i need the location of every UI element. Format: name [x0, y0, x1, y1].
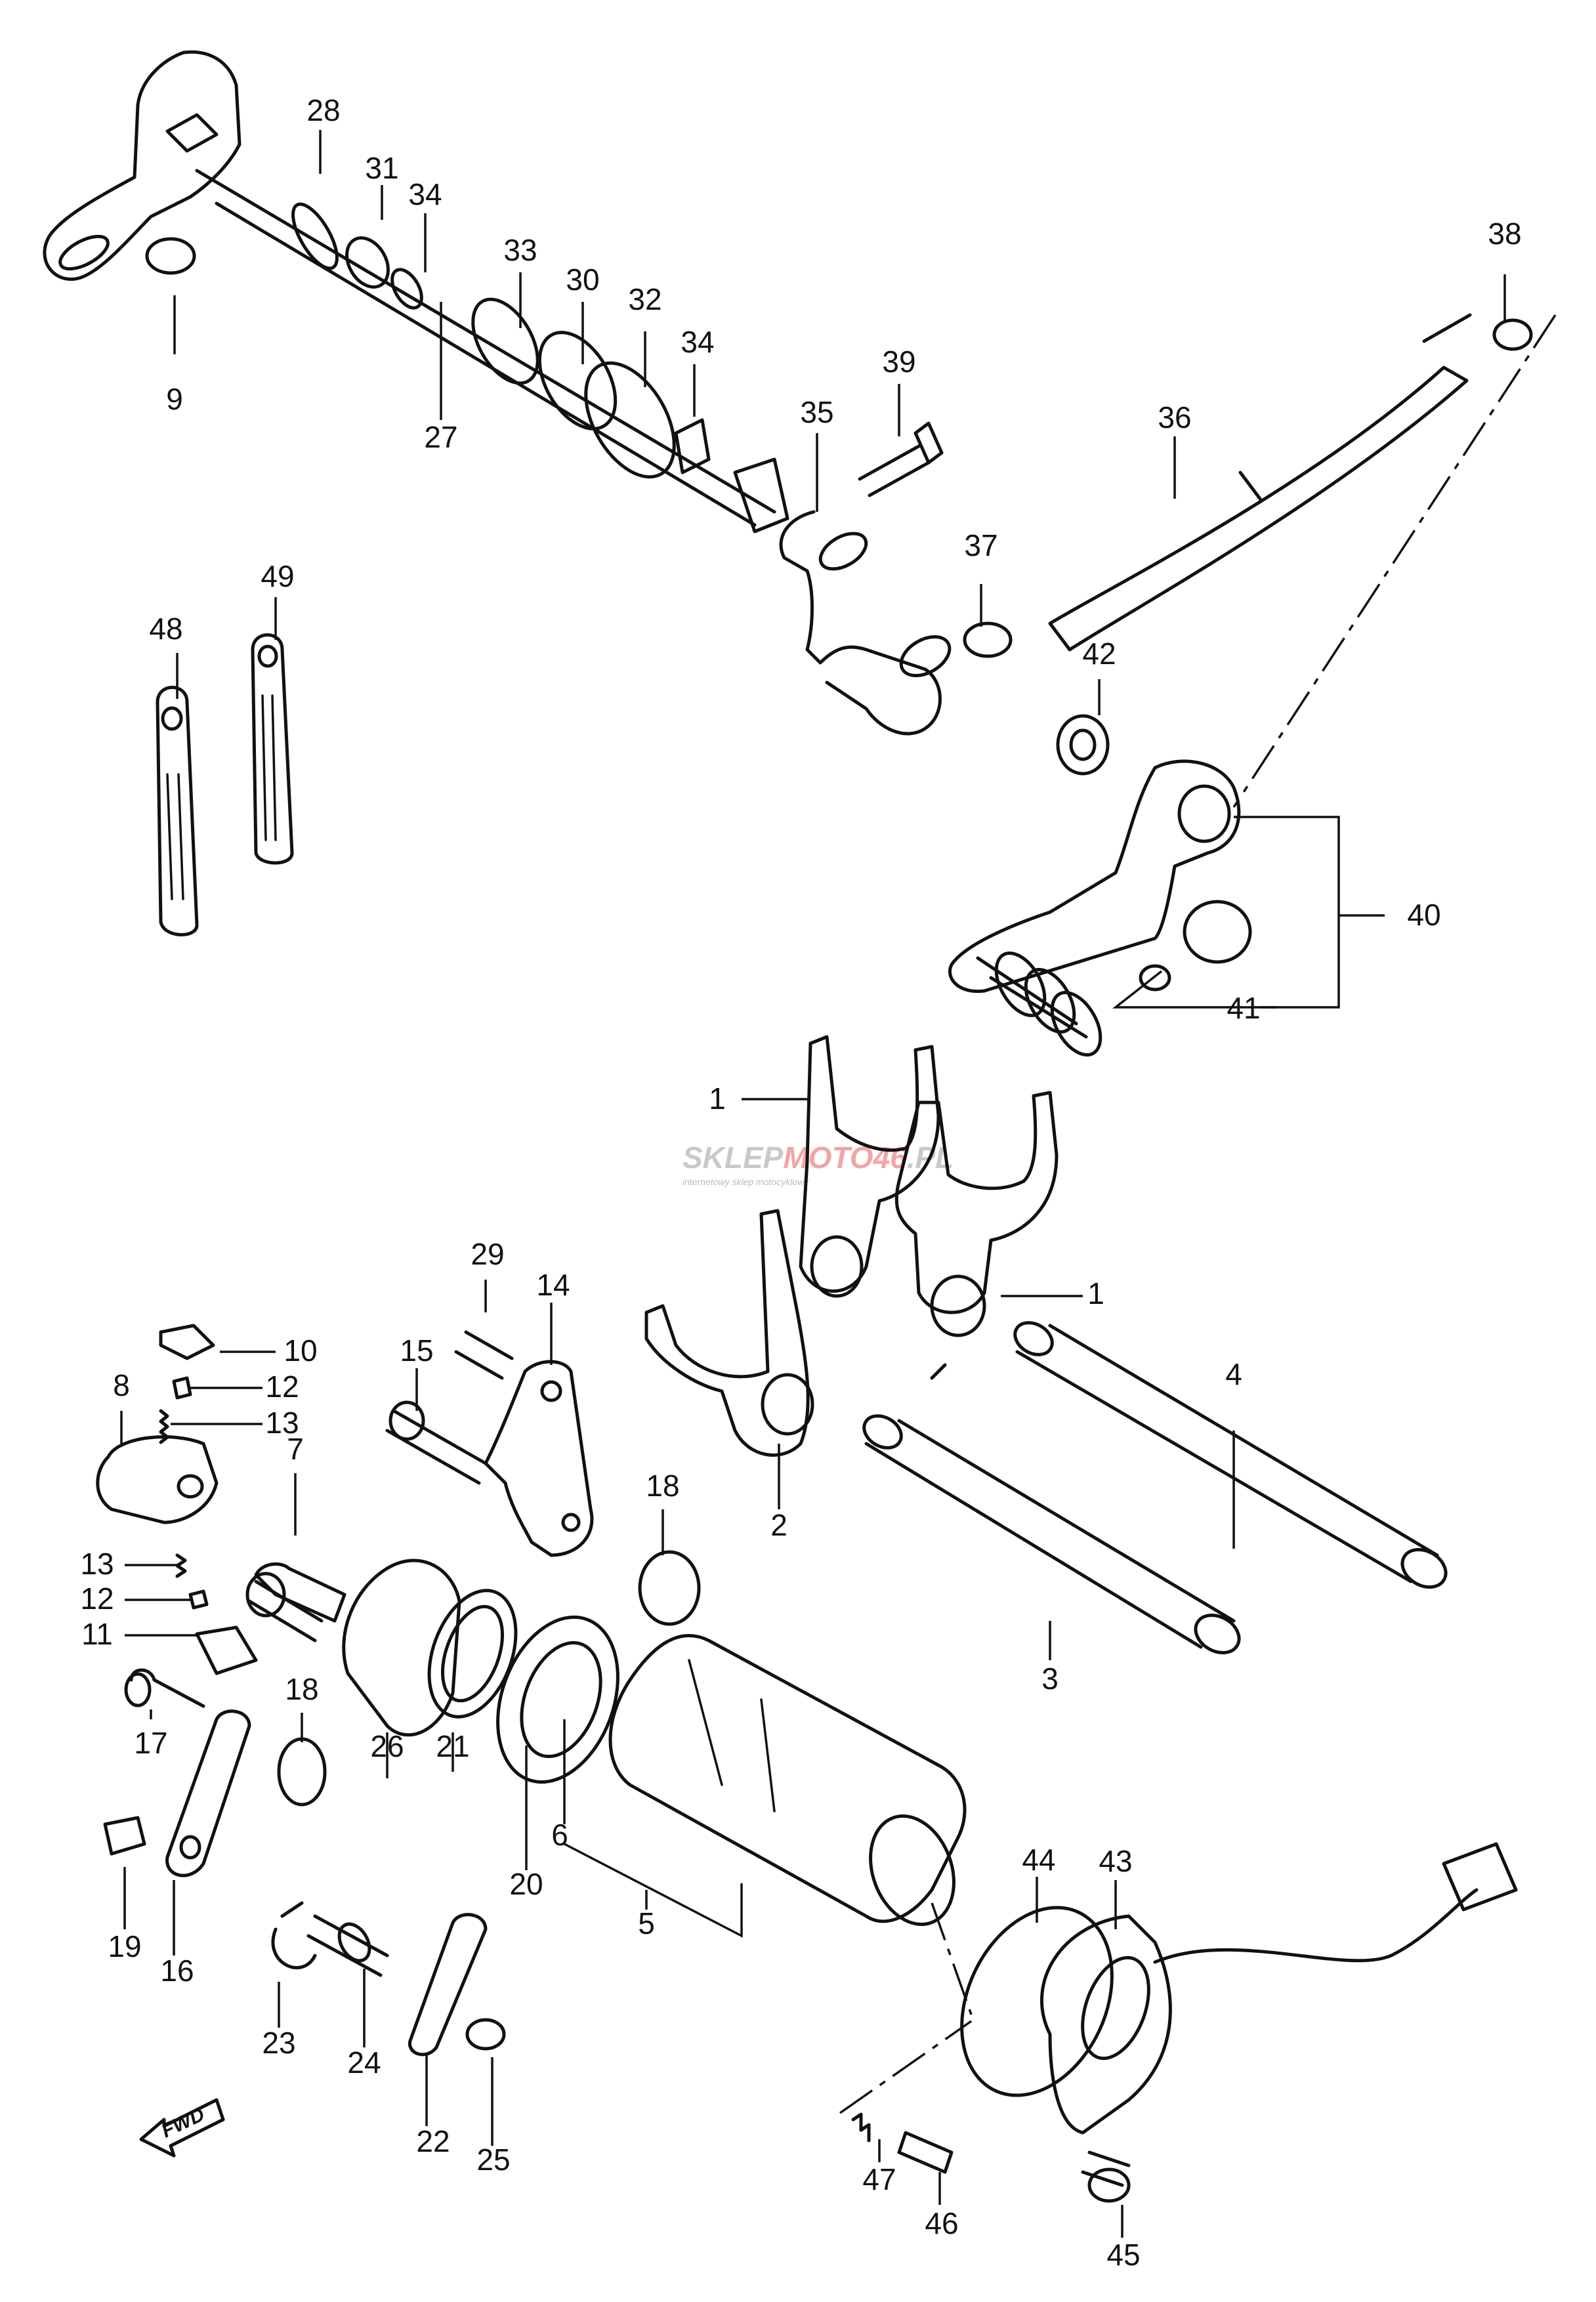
- label-part-45: 45: [1106, 2238, 1140, 2272]
- label-part-18b: 18: [285, 1672, 318, 1706]
- label-part-12b: 12: [80, 1581, 114, 1616]
- label-part-11: 11: [81, 1617, 113, 1651]
- gear-position-switch: [960, 1842, 1518, 2203]
- shift-forks: [644, 1035, 1059, 1457]
- label-part-22: 22: [416, 2124, 450, 2158]
- gearshift-lever-assembly: [948, 714, 1252, 1057]
- label-part-12a: 12: [265, 1370, 299, 1404]
- label-part-10: 10: [284, 1333, 317, 1368]
- label-part-24: 24: [347, 2045, 381, 2080]
- label-part-38: 38: [1488, 217, 1521, 251]
- label-part-34b: 34: [681, 325, 714, 359]
- label-part-26: 26: [370, 1729, 404, 1763]
- label-part-46: 46: [925, 2206, 958, 2240]
- label-part-34a: 34: [408, 177, 442, 211]
- gearshift-shaft-assembly: [43, 50, 789, 534]
- label-part-13b: 13: [80, 1547, 114, 1581]
- label-part-44: 44: [1022, 1843, 1055, 1877]
- forward-direction-arrow: FWD: [139, 2098, 225, 2158]
- label-part-35: 35: [800, 395, 833, 429]
- washer-42: [1056, 714, 1110, 776]
- label-part-21: 21: [436, 1729, 469, 1763]
- label-part-32: 32: [628, 282, 662, 316]
- label-part-41: 41: [1227, 991, 1260, 1025]
- svg-text:SKLEPMOTO46.PL: SKLEPMOTO46.PL: [682, 1141, 954, 1175]
- label-part-36: 36: [1158, 400, 1191, 434]
- label-part-40: 40: [1407, 898, 1440, 932]
- label-part-47: 47: [862, 2162, 896, 2196]
- part-number-labels: 28 31 34 9 27 33 30 32 34 35 39 36 37 38…: [80, 93, 1521, 2272]
- label-part-3: 3: [1041, 1662, 1059, 1696]
- label-part-31: 31: [365, 151, 398, 185]
- alignment-line-drum-to-switch: [931, 1902, 973, 2015]
- shift-fork-shafts: [862, 1321, 1448, 1655]
- label-part-39: 39: [882, 345, 915, 379]
- leader-lines: [120, 130, 1506, 2238]
- link-plates-48-49: [156, 633, 294, 936]
- alignment-line-shaft-to-lever: [1232, 314, 1557, 808]
- label-part-23: 23: [262, 2026, 295, 2060]
- washer-9: [145, 237, 196, 275]
- neutral-switch-contact: [839, 2020, 973, 2174]
- label-part-37: 37: [964, 528, 998, 562]
- label-part-8: 8: [113, 1368, 130, 1402]
- label-part-13a: 13: [265, 1406, 299, 1440]
- label-part-14: 14: [536, 1268, 570, 1302]
- label-part-48: 48: [149, 612, 182, 646]
- svg-text:FWD: FWD: [158, 2104, 208, 2143]
- label-part-18a: 18: [646, 1469, 679, 1503]
- label-part-27: 27: [424, 420, 457, 454]
- label-part-33: 33: [503, 233, 537, 267]
- label-part-1a: 1: [709, 1081, 726, 1116]
- label-part-1b: 1: [1087, 1276, 1104, 1310]
- gearshift-cam-drum: [254, 1559, 967, 1926]
- label-part-49: 49: [261, 559, 294, 593]
- label-part-29: 29: [471, 1237, 504, 1271]
- label-part-30: 30: [566, 262, 599, 297]
- shift-link-assembly: [779, 313, 1533, 736]
- label-part-7: 7: [287, 1432, 304, 1466]
- label-part-2: 2: [770, 1508, 788, 1542]
- label-part-16: 16: [160, 1954, 194, 1988]
- label-part-6: 6: [551, 1818, 568, 1852]
- label-part-19: 19: [108, 1929, 141, 1963]
- label-part-43: 43: [1099, 1844, 1132, 1878]
- label-part-42: 42: [1082, 637, 1116, 671]
- label-part-17: 17: [134, 1726, 167, 1760]
- label-part-5: 5: [638, 1906, 655, 1940]
- label-part-28: 28: [306, 93, 340, 127]
- label-part-25: 25: [476, 2143, 510, 2177]
- label-part-20: 20: [509, 1867, 543, 1901]
- label-part-15: 15: [400, 1333, 433, 1368]
- label-part-4: 4: [1225, 1357, 1242, 1391]
- label-part-9: 9: [166, 382, 183, 416]
- svg-text:internetowy sklep motocyklowy: internetowy sklep motocyklowy: [682, 1177, 809, 1187]
- shift-cam-stopper-plate: [245, 1330, 701, 1643]
